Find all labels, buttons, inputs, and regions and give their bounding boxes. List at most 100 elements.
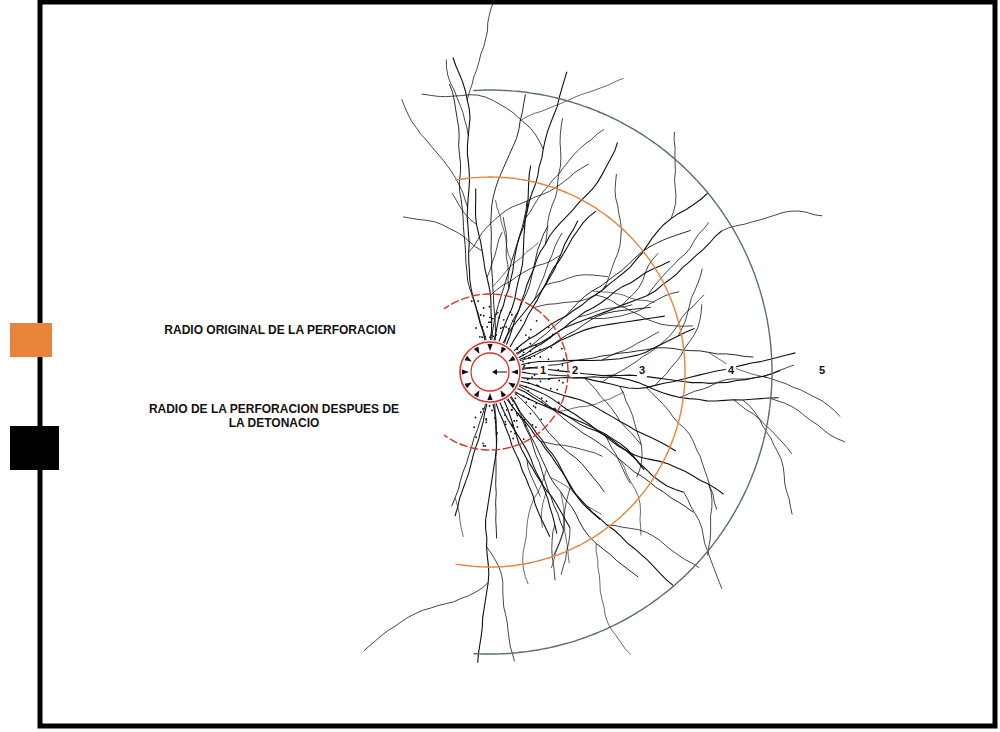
crack xyxy=(620,460,641,535)
crack xyxy=(680,365,794,398)
crushed-rock xyxy=(489,316,491,318)
crushed-rock xyxy=(541,397,543,399)
pressure-arrow xyxy=(474,390,480,397)
crushed-rock xyxy=(491,410,493,412)
crushed-rock xyxy=(539,349,541,351)
crushed-rock xyxy=(517,426,519,428)
crack xyxy=(452,404,486,506)
crushed-rock xyxy=(513,420,515,422)
crack xyxy=(517,230,691,354)
crushed-rock xyxy=(481,336,483,338)
legend-swatch xyxy=(10,426,59,470)
legend-swatch xyxy=(10,323,52,357)
crushed-rock xyxy=(510,311,512,313)
pressure-arrow xyxy=(464,356,471,362)
crushed-rock xyxy=(516,347,518,349)
crushed-rock xyxy=(492,318,494,320)
pressure-arrow xyxy=(501,346,507,353)
crushed-rock xyxy=(489,405,491,407)
crushed-rock xyxy=(522,354,524,356)
crushed-rock xyxy=(482,442,484,444)
crushed-rock xyxy=(523,420,525,422)
radius-arrow xyxy=(492,369,497,375)
zone-circles xyxy=(444,90,772,654)
pressure-arrow xyxy=(474,346,480,353)
crushed-rock xyxy=(530,329,532,331)
crushed-rock xyxy=(529,357,531,359)
crushed-rock xyxy=(523,419,525,421)
crushed-rock xyxy=(536,320,538,322)
crack xyxy=(496,200,512,262)
crushed-rock xyxy=(505,424,507,426)
crushed-rock xyxy=(554,408,556,410)
pressure-arrow xyxy=(508,356,515,362)
crushed-rock xyxy=(508,328,510,330)
crushed-rock xyxy=(515,397,517,399)
crushed-rock xyxy=(484,336,486,338)
crushed-rock xyxy=(523,366,525,368)
crushed-rock xyxy=(522,361,524,363)
pressure-arrow xyxy=(511,369,518,374)
crushed-rock xyxy=(535,407,537,409)
crushed-rock xyxy=(475,416,477,418)
crushed-rock xyxy=(546,400,548,402)
crushed-rock xyxy=(512,425,514,427)
crushed-rock xyxy=(479,336,481,338)
crushed-rock xyxy=(512,320,514,322)
crushed-rock xyxy=(561,348,563,350)
crushed-rock xyxy=(530,413,532,415)
crushed-rock xyxy=(540,380,542,382)
pressure-arrow xyxy=(487,393,492,400)
zone-number: 2 xyxy=(570,364,580,377)
crushed-rock xyxy=(490,334,492,336)
original-hole xyxy=(471,353,509,391)
cracks xyxy=(364,0,845,663)
crack xyxy=(521,329,694,365)
crack xyxy=(522,353,795,389)
crack xyxy=(545,118,562,244)
crack xyxy=(671,132,676,219)
crushed-rock xyxy=(504,421,506,423)
crushed-rock xyxy=(549,337,551,339)
crack xyxy=(592,291,655,302)
crack xyxy=(499,166,531,342)
zone-number: 5 xyxy=(817,364,827,377)
crushed-rock xyxy=(534,355,536,357)
zone-number: 1 xyxy=(538,364,548,377)
crack xyxy=(493,242,539,286)
legend-label: RADIO DE LA PERFORACION DESPUES DE LA DE… xyxy=(144,402,404,430)
crushed-rock xyxy=(488,321,490,323)
crack xyxy=(452,193,476,224)
crushed-rock xyxy=(512,438,514,440)
crushed-rock xyxy=(485,419,487,421)
crack xyxy=(770,398,845,442)
pressure-arrow xyxy=(464,383,471,389)
crushed-rock xyxy=(528,382,530,384)
crushed-rock xyxy=(540,418,542,420)
crushed-rock xyxy=(523,438,525,440)
crushed-rock xyxy=(475,436,477,438)
crack xyxy=(678,269,702,337)
crushed-rock xyxy=(514,433,516,435)
crack xyxy=(453,58,485,341)
crushed-rock xyxy=(483,445,485,447)
crushed-rock xyxy=(561,364,563,366)
crushed-rock xyxy=(485,418,487,420)
crushed-rock xyxy=(480,314,482,316)
crushed-rock xyxy=(558,380,560,382)
crushed-rock xyxy=(530,351,532,353)
crushed-rock xyxy=(523,351,525,353)
crushed-rock xyxy=(548,326,550,328)
crushed-rock xyxy=(558,402,560,404)
crushed-rock xyxy=(500,310,502,312)
zone-number: 4 xyxy=(726,364,736,377)
zone-boundary xyxy=(455,177,685,567)
crack xyxy=(478,404,497,663)
crack xyxy=(503,217,509,288)
crushed-rock xyxy=(489,306,491,308)
crushed-rock xyxy=(531,376,533,378)
crack xyxy=(516,231,722,354)
crack xyxy=(556,392,625,412)
crushed-rock xyxy=(523,395,525,397)
